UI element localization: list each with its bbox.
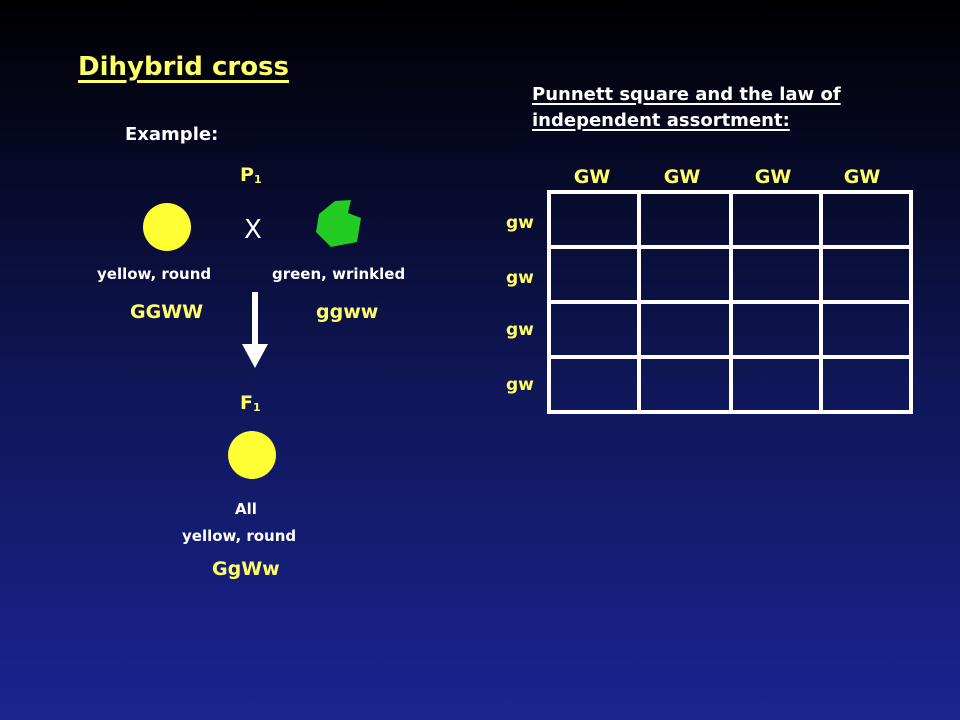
- punnett-row-header: gw: [506, 320, 534, 340]
- punnett-row-header: gw: [506, 268, 534, 288]
- p1-subscript: 1: [253, 173, 262, 186]
- example-label: Example:: [125, 124, 219, 145]
- offspring-yellow-round-pea-icon: [228, 431, 276, 479]
- punnett-column-header: GW: [754, 166, 792, 188]
- arrow-down-icon: [242, 292, 268, 368]
- p1-label: P1: [240, 164, 262, 186]
- parent-left-genotype: GGWW: [130, 301, 204, 323]
- green-wrinkled-pea-icon: [316, 200, 361, 247]
- parent-right-phenotype: green, wrinkled: [272, 265, 406, 283]
- p1-letter: P: [240, 164, 254, 186]
- punnett-heading: Punnett square and the law of independen…: [532, 82, 912, 134]
- yellow-round-pea-icon: [143, 203, 191, 251]
- punnett-heading-text: Punnett square and the law of independen…: [532, 84, 841, 131]
- offspring-line2: yellow, round: [182, 527, 297, 545]
- page-title: Dihybrid cross: [78, 52, 290, 82]
- offspring-genotype: GgWw: [212, 558, 280, 580]
- punnett-square-grid: [547, 190, 913, 414]
- punnett-row-header: gw: [506, 375, 534, 395]
- f1-subscript: 1: [252, 401, 261, 414]
- f1-letter: F: [240, 392, 253, 414]
- offspring-line1: All: [235, 500, 257, 518]
- punnett-column-header: GW: [843, 166, 881, 188]
- punnett-column-header: GW: [663, 166, 701, 188]
- parent-right-genotype: ggww: [316, 301, 379, 323]
- parent-left-phenotype: yellow, round: [97, 265, 212, 283]
- punnett-row-header: gw: [506, 213, 534, 233]
- f1-label: F1: [240, 392, 261, 414]
- punnett-column-header: GW: [573, 166, 611, 188]
- cross-symbol: X: [244, 215, 262, 245]
